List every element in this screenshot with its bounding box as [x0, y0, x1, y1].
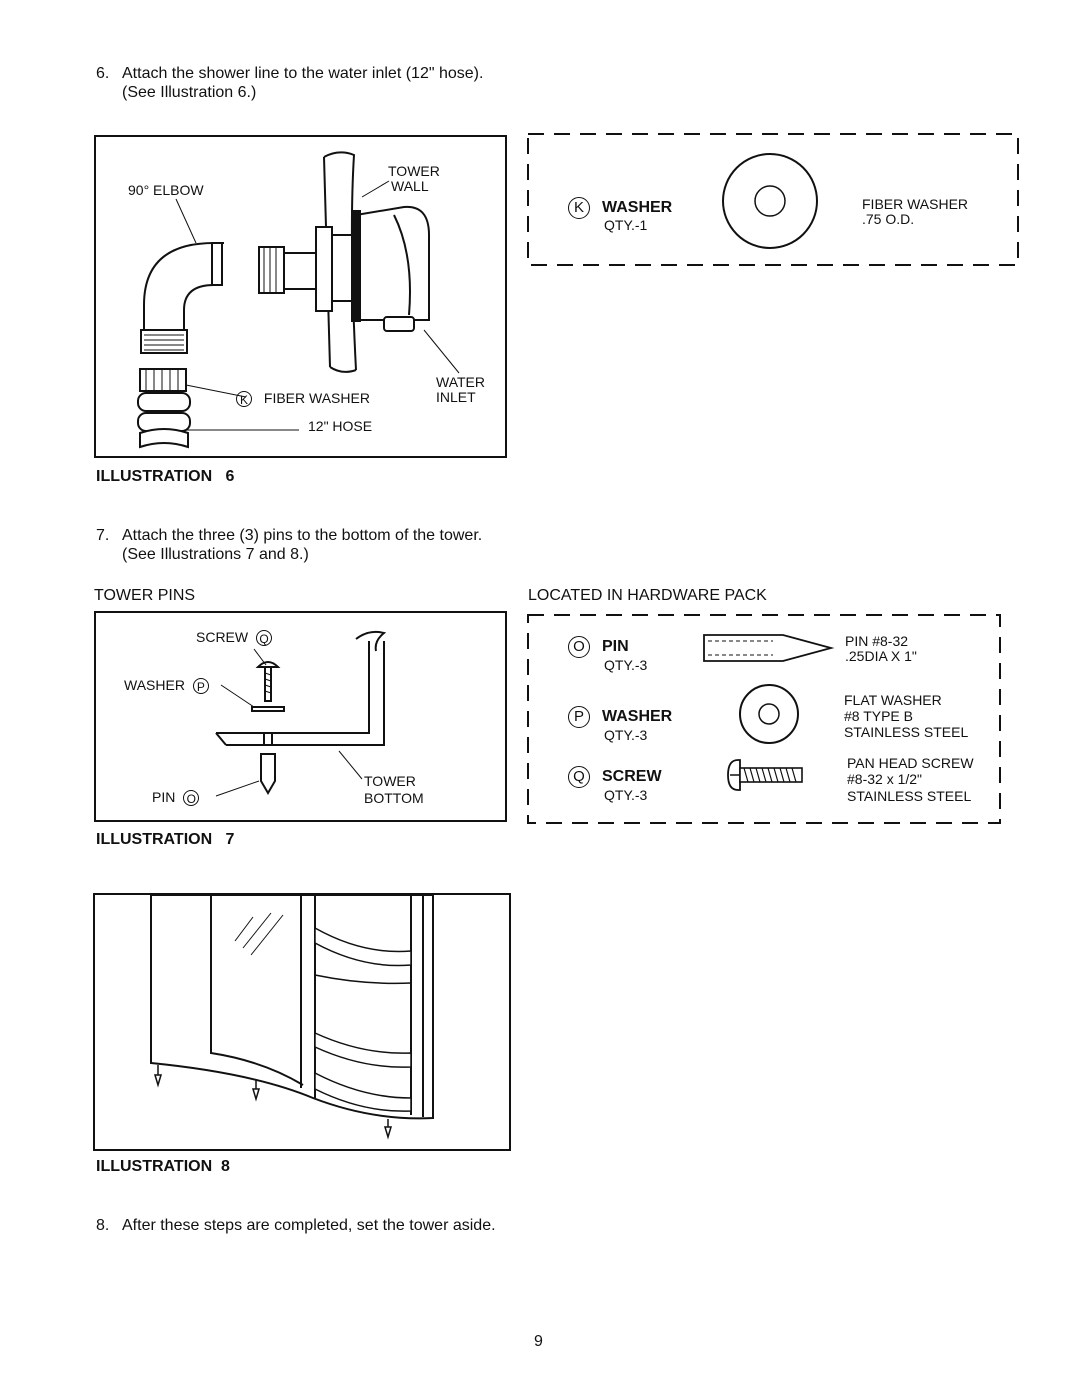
- label-tower-wall-1: TOWER: [388, 163, 440, 179]
- washer-box-name: WASHER: [602, 199, 673, 216]
- hardware-pack-title: LOCATED IN HARDWARE PACK: [528, 587, 767, 604]
- hw-item-washer-spec-1: FLAT WASHER: [844, 692, 942, 708]
- flat-washer-icon: [739, 684, 799, 744]
- hw-item-screw-qty: QTY.-3: [604, 787, 648, 803]
- hw-item-pin-name: PIN: [602, 638, 629, 655]
- washer-box-spec-2: .75 O.D.: [862, 211, 915, 227]
- step-text-2: (See Illustration 6.): [122, 84, 257, 101]
- label-hose: 12" HOSE: [308, 418, 373, 434]
- tower-pins: [153, 1065, 393, 1140]
- hw-item-washer-qty: QTY.-3: [604, 727, 648, 743]
- hw-item-washer-letter: P: [568, 706, 590, 728]
- mirror-reflection: [234, 912, 284, 956]
- part-letter-p: P: [192, 678, 209, 695]
- tower-bottom-shape: [215, 630, 387, 746]
- step-6: 6. Attach the shower line to the water i…: [96, 64, 656, 104]
- hw-item-washer-name: WASHER: [602, 708, 673, 725]
- pin-icon: [703, 634, 835, 662]
- hw-item-washer-spec-3: STAINLESS STEEL: [844, 724, 969, 740]
- page-number: 9: [534, 1333, 543, 1350]
- label-pin: PIN O: [152, 789, 200, 807]
- label-elbow: 90° ELBOW: [128, 182, 204, 198]
- label-washer-text: WASHER: [124, 677, 185, 693]
- label-fiber-washer-text: FIBER WASHER: [263, 390, 370, 406]
- hw-item-screw-spec-1: PAN HEAD SCREW: [847, 755, 974, 771]
- inlet-housing: [351, 205, 430, 332]
- hose-coupling: [137, 368, 191, 449]
- step-text: Attach the shower line to the water inle…: [122, 65, 484, 82]
- label-screw-text: SCREW: [196, 629, 249, 645]
- washer-box-qty: QTY.-1: [604, 217, 648, 233]
- illustration-6-drawing: [137, 151, 460, 449]
- washer-box-spec-1: FIBER WASHER: [862, 196, 969, 212]
- step-number: 6.: [96, 65, 110, 82]
- washer-shape: [251, 706, 285, 712]
- part-letter-o: O: [183, 790, 200, 807]
- label-water-inlet-1: WATER: [436, 374, 485, 390]
- illustration-8-title: ILLUSTRATION 8: [96, 1158, 230, 1175]
- washer-box-border: [527, 133, 1019, 266]
- hw-item-pin-qty: QTY.-3: [604, 657, 648, 673]
- tower-cabinet-shape: [150, 894, 434, 1120]
- step-8: 8. After these steps are completed, set …: [96, 1216, 656, 1236]
- hw-item-washer-spec-2: #8 TYPE B: [844, 708, 914, 724]
- label-water-inlet-2: INLET: [436, 389, 476, 405]
- label-tower-bottom-1: TOWER: [364, 773, 416, 789]
- fiber-washer-icon: [722, 153, 818, 249]
- hw-item-pin-spec-2: .25DIA X 1": [845, 648, 917, 664]
- label-tower-wall-2: WALL: [391, 178, 429, 194]
- illustration-7-frame: [94, 611, 507, 822]
- step-text: Attach the three (3) pins to the bottom …: [122, 527, 483, 544]
- label-washer: WASHER P: [124, 677, 209, 695]
- hw-item-pin-spec-1: PIN #8-32: [845, 633, 909, 649]
- shelves: [314, 926, 412, 1112]
- step-number: 7.: [96, 527, 110, 544]
- label-pin-text: PIN: [152, 789, 176, 805]
- hardware-pack-border: [527, 614, 1001, 824]
- illustration-7-drawing: [215, 630, 387, 797]
- hw-item-screw-spec-2: #8-32 x 1/2": [847, 771, 923, 787]
- label-screw: SCREW Q: [196, 629, 273, 647]
- step-text-2: (See Illustrations 7 and 8.): [122, 546, 309, 563]
- pin-shape: [260, 753, 276, 795]
- washer-box-letter: K: [568, 197, 590, 219]
- part-letter-k: K: [236, 391, 252, 408]
- step-number: 8.: [96, 1217, 110, 1234]
- step-7: 7. Attach the three (3) pins to the bott…: [96, 526, 656, 566]
- nut-and-thread: [258, 226, 353, 312]
- tower-pins-title: TOWER PINS: [94, 587, 196, 604]
- pin-socket: [263, 732, 273, 746]
- leader-lines: [215, 648, 363, 797]
- illustration-6-title: ILLUSTRATION 6: [96, 468, 235, 485]
- pan-head-screw-icon: [727, 759, 803, 791]
- hw-item-pin-letter: O: [568, 636, 590, 658]
- hw-item-screw-name: SCREW: [602, 768, 662, 785]
- illustration-6-frame: [94, 135, 507, 458]
- screw-shape: [255, 661, 281, 702]
- label-fiber-washer: K FIBER WASHER: [236, 390, 370, 408]
- illustration-8-drawing: [150, 894, 434, 1140]
- part-letter-q: Q: [256, 630, 273, 647]
- label-tower-bottom-2: BOTTOM: [364, 790, 424, 806]
- step-text: After these steps are completed, set the…: [122, 1217, 496, 1234]
- hw-item-screw-spec-3: STAINLESS STEEL: [847, 788, 972, 804]
- illustration-7-title: ILLUSTRATION 7: [96, 831, 235, 848]
- elbow-shape: [140, 242, 225, 354]
- hw-item-screw-letter: Q: [568, 766, 590, 788]
